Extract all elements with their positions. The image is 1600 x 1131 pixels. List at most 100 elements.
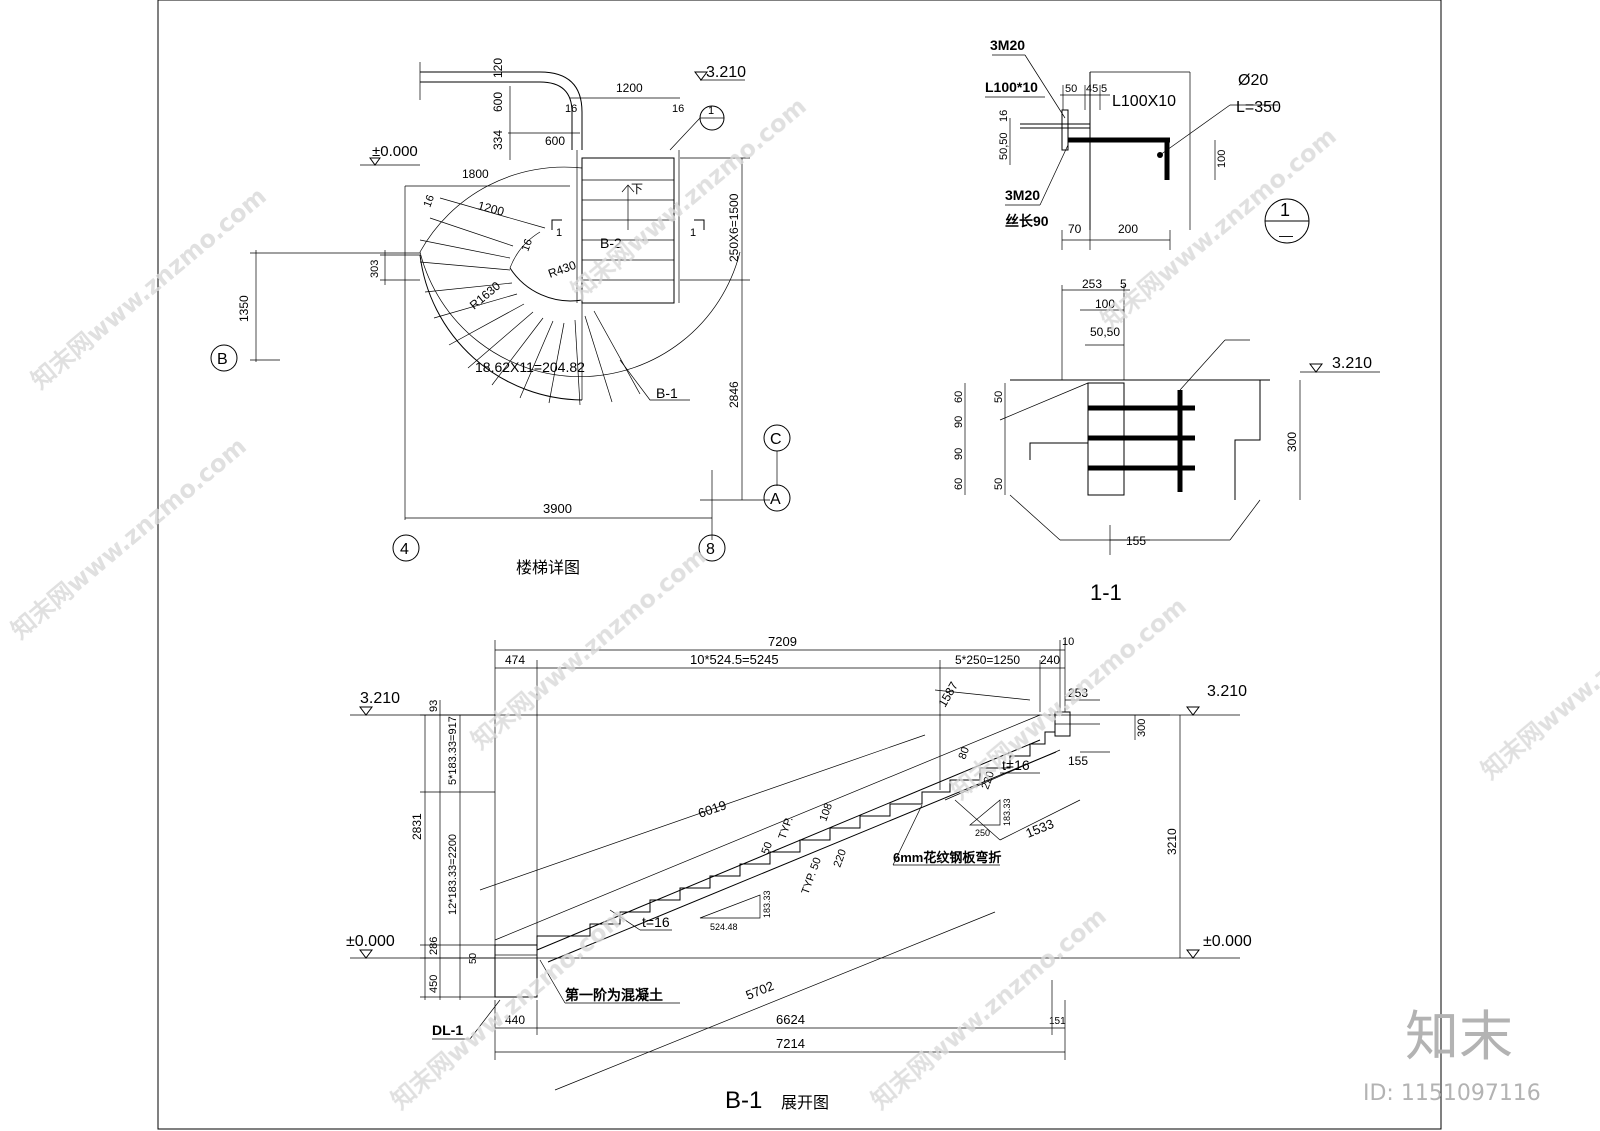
section-1-1: 253 5 100 50,50 60 50 90 90 60 50 300 15… (953, 277, 1380, 605)
sec-dim-50b: 50 (993, 478, 1005, 490)
watermark-text: 知末网www.znzmo.com (26, 182, 272, 395)
callout-plan-num: 1 (708, 105, 714, 117)
dim-334: 334 (491, 130, 505, 150)
dim-240: 240 (1040, 653, 1060, 667)
sec-dim-60a: 60 (953, 391, 965, 403)
dim-2200: 12*183.33=2200 (447, 834, 459, 915)
unfold-elev-zero-left: ±0.000 (346, 933, 395, 950)
dim-3210: 3210 (1165, 828, 1179, 855)
watermark-text: 知末网www.znzmo.com (466, 542, 712, 755)
detail-rod-dia: Ø20 (1238, 72, 1268, 89)
dim-80: 80 (957, 745, 972, 761)
dim-303: 303 (369, 260, 381, 278)
watermark-text: 知末网www.znzmo.com (866, 902, 1112, 1115)
detail-dim-16: 16 (998, 110, 1010, 122)
watermark-text: 知末网www.znzmo.com (386, 902, 632, 1115)
detail-dim-5050: 50,50 (998, 132, 1010, 160)
dim-16a: 16 (565, 103, 577, 115)
dim-6624: 6624 (776, 1012, 805, 1027)
detail-dim-200: 200 (1118, 222, 1138, 236)
watermark-text: 知末网www.znzmo.com (1476, 572, 1600, 785)
dim-1587: 1587 (935, 679, 961, 709)
sec-dim-90a: 90 (953, 416, 965, 428)
note-dl1: DL-1 (432, 1022, 463, 1038)
dim-1800: 1800 (462, 167, 489, 181)
dim-253: 253 (1068, 686, 1088, 700)
dim-155: 155 (1068, 754, 1088, 768)
callout-detail-den: — (1279, 227, 1293, 243)
dim-6019: 6019 (696, 797, 728, 821)
dim-600-h: 600 (545, 134, 565, 148)
dim-10: 10 (1062, 636, 1074, 648)
callout-detail-num: 1 (1280, 200, 1290, 220)
dim-1350: 1350 (237, 295, 251, 322)
dim-300: 300 (1136, 719, 1148, 737)
stair-plan: B-1 B-2 下 1 1 R430 R1630 18.62X11=204.82 (210, 58, 791, 577)
unfold-elev-top-right: 3.210 (1207, 683, 1247, 700)
detail-thread: 丝长90 (1005, 213, 1049, 229)
note-t16b: t=16 (1002, 757, 1030, 773)
dim-3900: 3900 (543, 501, 572, 516)
section-mark-right: 1 (690, 227, 696, 239)
axis-8: 8 (706, 541, 715, 558)
b1-unfold: 3.210 3.210 ±0.000 ±0.000 6019 1587 1533… (346, 634, 1252, 1114)
detail-angle-a: L100*10 (985, 79, 1038, 95)
plan-title: 楼梯详图 (516, 559, 580, 577)
note-t16a: t=16 (642, 914, 670, 930)
unfold-elev-zero-right: ±0.000 (1203, 933, 1252, 950)
image-id: ID: 1151097116 (1363, 1081, 1541, 1106)
sec-elev: 3.210 (1332, 355, 1372, 372)
sec-dim-253: 253 (1082, 277, 1102, 291)
brand-logo: 知末 (1405, 1005, 1513, 1068)
dim-2846: 2846 (727, 381, 741, 408)
detail-dim-5: 5 (1101, 83, 1107, 95)
dim-440: 440 (505, 1013, 525, 1027)
label-b1: B-1 (656, 385, 678, 401)
dim-220a: 220 (980, 770, 998, 791)
sec-dim-5: 5 (1120, 277, 1127, 291)
dim-1533: 1533 (1024, 816, 1056, 841)
unfold-title-main: B-1 (725, 1087, 762, 1114)
detail-bolt-bot: 3M20 (1005, 187, 1040, 203)
label-b2: B-2 (600, 235, 622, 251)
dim-220b: 220 (832, 848, 850, 869)
watermark-layer: 知末网www.znzmo.com 知末网www.znzmo.com 知末网www… (6, 92, 1600, 1115)
section-title: 1-1 (1090, 580, 1122, 605)
sec-dim-100: 100 (1095, 297, 1115, 311)
unfold-title-sub: 展开图 (781, 1095, 829, 1112)
axis-b: B (217, 351, 228, 368)
dim-1250: 5*250=1250 (955, 653, 1020, 667)
note-concrete: 第一阶为混凝土 (565, 987, 663, 1003)
dim-16c: 16 (422, 193, 437, 209)
detail-dim-50: 50 (1065, 83, 1077, 95)
dim-5245: 10*524.5=5245 (690, 652, 779, 667)
detail-1: Ø20 L=350 3M20 L100*10 L100X10 3M20 丝长90… (985, 37, 1310, 250)
tri2-rise: 183.33 (1002, 798, 1012, 826)
dim-600-v: 600 (491, 92, 505, 112)
dim-450: 450 (428, 975, 440, 993)
detail-dim-100: 100 (1216, 150, 1228, 168)
section-mark-left: 1 (556, 227, 562, 239)
dim-151: 151 (1049, 1016, 1066, 1027)
dim-474: 474 (505, 653, 525, 667)
detail-angle-b: L100X10 (1112, 93, 1176, 110)
dim-7214: 7214 (776, 1036, 805, 1051)
drawing-frame (157, 0, 1442, 1130)
detail-rod-len: L=350 (1236, 99, 1281, 116)
tri1-rise: 183.33 (762, 890, 772, 918)
dim-16d: 16 (520, 237, 535, 253)
dim-50v: 50 (468, 952, 479, 964)
dim-16b: 16 (672, 103, 684, 115)
detail-dim-70: 70 (1068, 222, 1082, 236)
sec-dim-5050: 50,50 (1090, 325, 1120, 339)
axis-c: C (770, 431, 782, 448)
dim-93: 93 (428, 700, 440, 712)
elev-zero-plan: ±0.000 (372, 143, 418, 160)
watermark-text: 知末网www.znzmo.com (566, 92, 812, 305)
watermark-text: 知末网www.znzmo.com (946, 592, 1192, 805)
dim-120: 120 (491, 58, 505, 78)
elev-top-plan: 3.210 (706, 64, 746, 81)
dim-1500: 250X6=1500 (727, 193, 741, 262)
typ-b: TYP. 50 (800, 856, 824, 896)
